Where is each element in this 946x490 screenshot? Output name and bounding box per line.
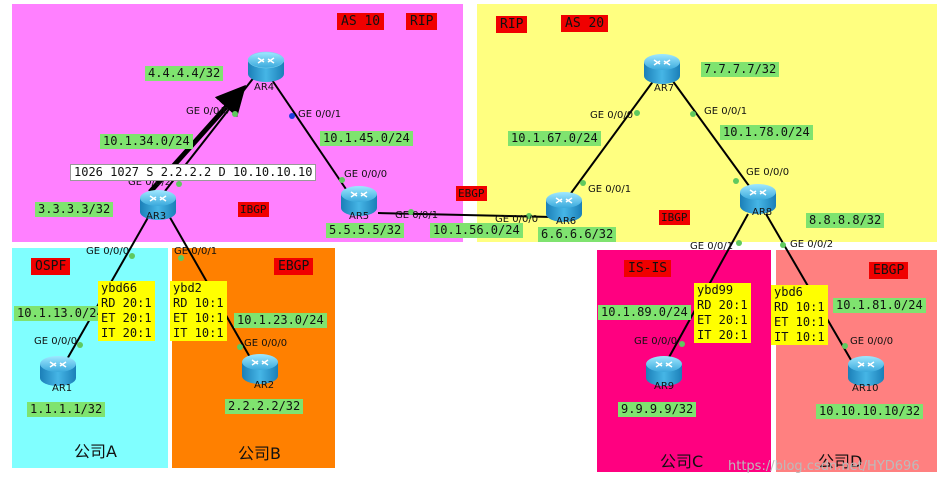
loopback-ar3: 3.3.3.3/32 [35, 202, 114, 217]
loopback-ar1: 1.1.1.1/32 [27, 402, 106, 417]
router-name-ar2: AR2 [254, 380, 275, 391]
company-d-name: 公司D [818, 452, 863, 471]
network-10-1-81: 10.1.81.0/24 [833, 298, 926, 313]
vpn-ybd2-line-1: ybd2 [173, 281, 202, 295]
as20-protocol-tag: RIP [496, 16, 528, 33]
loopback-ar9: 9.9.9.9/32 [618, 402, 697, 417]
vpn-ybd66-line-4: IT 20:1 [101, 326, 152, 340]
company-b-protocol-tag: EBGP [274, 258, 314, 275]
router-ar7[interactable] [642, 52, 682, 86]
watermark: https://blog.csdn.net/HYD696 [728, 459, 920, 474]
if-ar5-ge000: GE 0/0/0 [344, 169, 388, 180]
if-ar3-ge000: GE 0/0/0 [86, 246, 130, 257]
router-ar1[interactable] [38, 354, 78, 388]
ibgp-as10-tag: IBGP [238, 202, 269, 217]
router-name-ar8: AR8 [752, 207, 773, 218]
vpn-box-ybd66: ybd66 RD 20:1 ET 20:1 IT 20:1 [98, 281, 155, 341]
vpn-ybd2-line-4: IT 10:1 [173, 326, 224, 340]
loopback-ar5: 5.5.5.5/32 [326, 223, 405, 238]
network-10-1-78: 10.1.78.0/24 [720, 125, 813, 140]
router-ar6[interactable] [544, 190, 584, 224]
network-10-1-23: 10.1.23.0/24 [234, 313, 327, 328]
vpn-ybd99-line-3: ET 20:1 [697, 313, 748, 327]
if-ar9-ge000: GE 0/0/0 [634, 336, 678, 347]
company-a-name: 公司A [74, 442, 117, 461]
if-ar4-ge000: GE 0/0/0 [186, 106, 230, 117]
link-ar5-ar6 [377, 212, 553, 218]
vpn-ybd66-line-3: ET 20:1 [101, 311, 152, 325]
company-a-protocol-tag: OSPF [31, 258, 71, 275]
ebgp-inter-as-tag: EBGP [456, 186, 487, 201]
router-name-ar1: AR1 [52, 383, 73, 394]
vpn-ybd6-line-2: RD 10:1 [774, 300, 825, 314]
company-c-protocol-tag: IS-IS [624, 260, 672, 277]
as10-protocol-tag: RIP [406, 13, 438, 30]
link-ar6-ar7 [565, 79, 655, 201]
loopback-ar6: 6.6.6.6/32 [538, 227, 617, 242]
if-ar8-ge001: GE 0/0/1 [690, 241, 734, 252]
as10-name-tag: AS 10 [337, 13, 385, 30]
if-ar2-ge000: GE 0/0/0 [244, 338, 288, 349]
vpn-box-ybd2: ybd2 RD 10:1 ET 10:1 IT 10:1 [170, 281, 227, 341]
vpn-ybd99-line-1: ybd99 [697, 283, 734, 297]
router-ar10[interactable] [846, 354, 886, 388]
if-ar5-ge001: GE 0/0/1 [395, 210, 439, 221]
router-name-ar5: AR5 [349, 211, 370, 222]
router-ar4[interactable] [246, 50, 286, 84]
if-ar7-ge000: GE 0/0/0 [590, 110, 634, 121]
vpn-ybd66-line-2: RD 20:1 [101, 296, 152, 310]
if-ar3-ge001: GE 0/0/1 [174, 246, 218, 257]
router-name-ar7: AR7 [654, 83, 675, 94]
lsp-label-strip: 1026 1027 S 2.2.2.2 D 10.10.10.10 [70, 164, 317, 181]
vpn-box-ybd99: ybd99 RD 20:1 ET 20:1 IT 20:1 [694, 283, 751, 343]
vpn-ybd66-line-1: ybd66 [101, 281, 138, 295]
vpn-ybd6-line-3: ET 10:1 [774, 315, 825, 329]
if-ar6-ge000: GE 0/0/0 [495, 214, 539, 225]
loopback-ar8: 8.8.8.8/32 [806, 213, 885, 228]
company-c-name: 公司C [660, 452, 704, 471]
loopback-ar10: 10.10.10.10/32 [816, 404, 924, 419]
if-ar6-ge001: GE 0/0/1 [588, 184, 632, 195]
if-ar7-ge001: GE 0/0/1 [704, 106, 748, 117]
if-ar3-ge002: GE 0/0/2 [128, 177, 172, 188]
network-10-1-67: 10.1.67.0/24 [508, 131, 601, 146]
if-ar1-ge000: GE 0/0/0 [34, 336, 78, 347]
vpn-box-ybd6: ybd6 RD 10:1 ET 10:1 IT 10:1 [771, 285, 828, 345]
router-ar8[interactable] [738, 182, 778, 216]
network-10-1-56: 10.1.56.0/24 [430, 223, 523, 238]
router-name-ar3: AR3 [146, 211, 167, 222]
router-name-ar10: AR10 [852, 383, 879, 394]
router-name-ar4: AR4 [254, 82, 275, 93]
loopback-ar4: 4.4.4.4/32 [145, 66, 224, 81]
vpn-ybd99-line-4: IT 20:1 [697, 328, 748, 342]
network-10-1-13: 10.1.13.0/24 [14, 306, 107, 321]
vpn-ybd6-line-4: IT 10:1 [774, 330, 825, 344]
if-ar10-ge000: GE 0/0/0 [850, 336, 894, 347]
router-ar5[interactable] [339, 184, 379, 218]
link-ar7-ar8 [671, 79, 753, 191]
loopback-ar2: 2.2.2.2/32 [225, 399, 304, 414]
vpn-ybd6-line-1: ybd6 [774, 285, 803, 299]
router-name-ar6: AR6 [556, 216, 577, 227]
router-ar9[interactable] [644, 354, 684, 388]
network-10-1-34: 10.1.34.0/24 [100, 134, 193, 149]
vpn-ybd99-line-2: RD 20:1 [697, 298, 748, 312]
company-d-protocol-tag: EBGP [869, 262, 909, 279]
router-name-ar9: AR9 [654, 381, 675, 392]
router-ar3[interactable] [138, 188, 178, 222]
company-b-name: 公司B [238, 444, 281, 463]
vpn-ybd2-line-3: ET 10:1 [173, 311, 224, 325]
ibgp-as20-tag: IBGP [659, 210, 690, 225]
network-10-1-45: 10.1.45.0/24 [320, 131, 413, 146]
as20-name-tag: AS 20 [561, 15, 609, 32]
if-ar4-ge001: GE 0/0/1 [298, 109, 342, 120]
vpn-ybd2-line-2: RD 10:1 [173, 296, 224, 310]
link-ar4-ar5 [271, 79, 353, 199]
router-ar2[interactable] [240, 352, 280, 386]
loopback-ar7: 7.7.7.7/32 [701, 62, 780, 77]
network-10-1-89: 10.1.89.0/24 [598, 305, 691, 320]
if-ar8-ge002: GE 0/0/2 [790, 239, 834, 250]
if-ar8-ge000: GE 0/0/0 [746, 167, 790, 178]
